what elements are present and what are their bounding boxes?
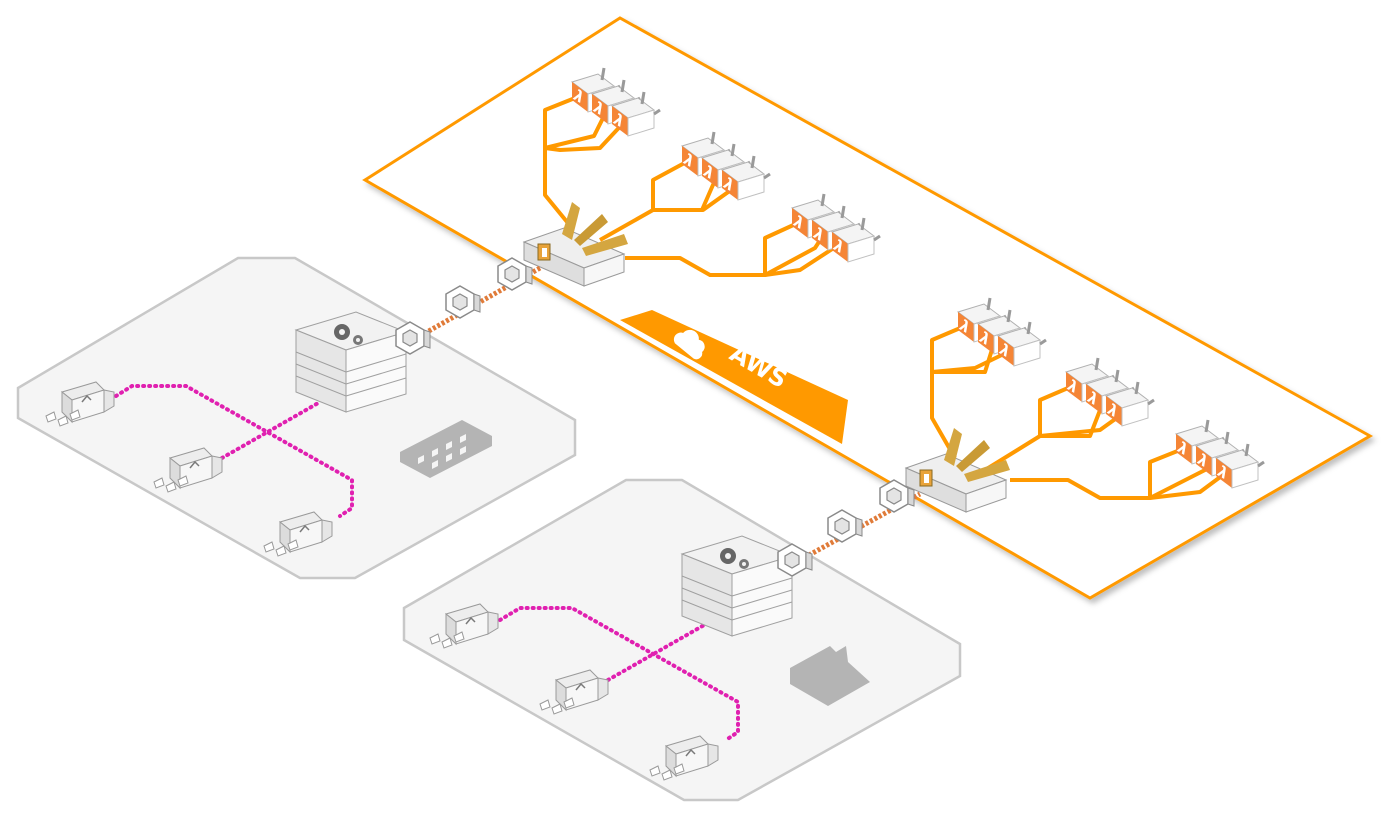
site-office xyxy=(16,256,577,580)
site-factory-local-links xyxy=(498,606,740,742)
site-office-local-links xyxy=(114,384,354,518)
site-office-vpn-link xyxy=(395,257,542,355)
factory-icon xyxy=(790,646,870,706)
aws-hub-upper-links xyxy=(543,94,848,277)
aws-region xyxy=(362,16,1374,600)
gear-server-icon xyxy=(681,535,793,637)
cloud-icon xyxy=(673,329,705,360)
gear-server-icon xyxy=(295,311,407,413)
site-factory-vpn-link xyxy=(777,479,922,577)
office-building-icon xyxy=(400,420,492,478)
